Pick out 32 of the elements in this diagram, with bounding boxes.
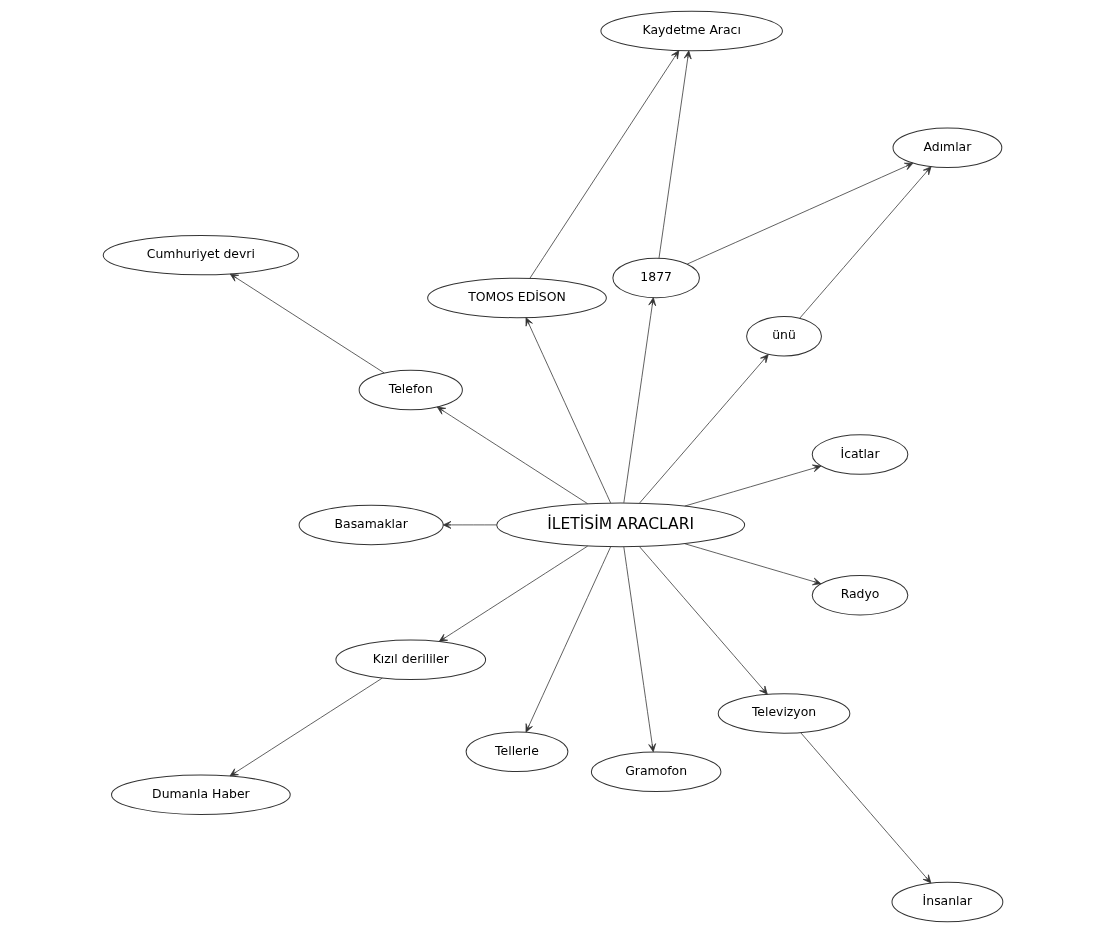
arrow [525,317,611,504]
arrow [529,50,680,279]
node-ellipse: Basamaklar [298,504,444,546]
node-ellipse: Gramofon [590,751,722,793]
arrow [684,543,822,586]
node-ellipse: Telefon [358,369,463,411]
arrow [623,546,656,753]
arrow [229,273,385,374]
arrow [686,162,914,265]
node-ellipse: Kaydetme Aracı [600,10,783,52]
arrow [442,521,497,529]
node-ellipse: Cumhuriyet devri [102,234,300,276]
arrow [436,406,588,505]
arrow [525,546,611,733]
node-ellipse: Kızıl derililer [335,639,487,681]
arrow [658,50,692,259]
node-ellipse: Televizyon [717,693,851,734]
arrow [639,546,768,695]
node-ellipse: Dumanla Haber [111,774,291,815]
arrow [639,354,769,504]
node-ellipse: İLETİSİM ARACLARI [496,502,746,548]
node-ellipse: Tellerle [465,731,569,773]
arrow [229,677,383,777]
node-ellipse: İnsanlar [891,881,1004,923]
node-ellipse: ünü [746,316,822,357]
arrow [438,545,588,642]
arrow [800,732,932,884]
node-ellipse: 1877 [612,257,700,299]
arrow [799,166,932,319]
arrow [623,297,657,504]
arrow [684,464,822,507]
node-ellipse: TOMOS EDİSON [427,277,607,319]
